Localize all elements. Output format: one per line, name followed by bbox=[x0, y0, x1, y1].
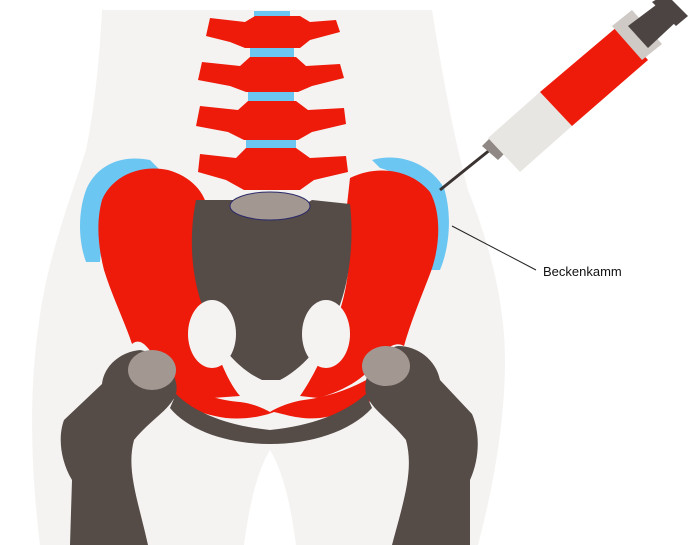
iliac-crest-label: Beckenkamm bbox=[543, 264, 622, 279]
right-obturator-foramen bbox=[302, 300, 350, 368]
left-hip-joint bbox=[128, 350, 176, 390]
intervertebral-disc bbox=[246, 140, 296, 148]
right-hip-joint bbox=[362, 346, 410, 386]
left-obturator-foramen bbox=[188, 300, 236, 368]
intervertebral-disc bbox=[248, 92, 294, 101]
sacral-endplate bbox=[230, 192, 310, 220]
syringe-icon bbox=[440, 0, 688, 190]
intervertebral-disc bbox=[250, 48, 294, 57]
